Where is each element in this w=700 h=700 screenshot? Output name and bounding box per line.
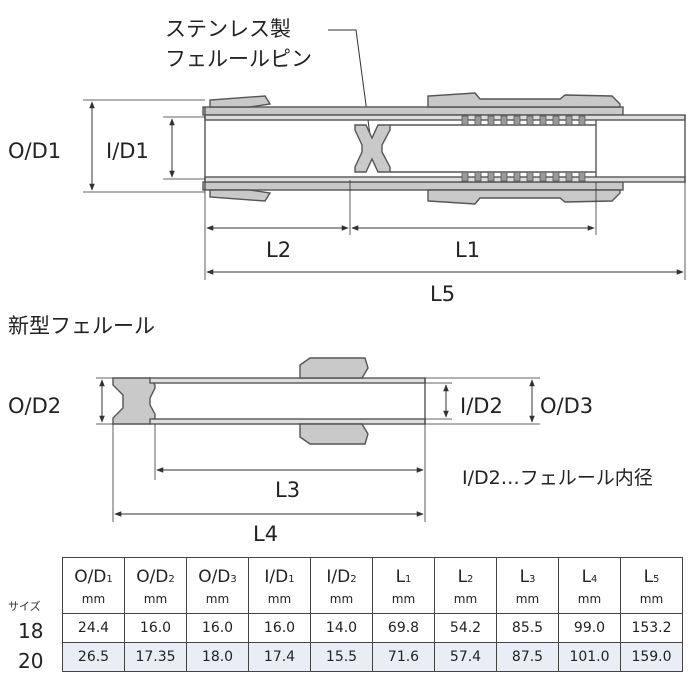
table-cell: 24.4 — [62, 613, 125, 643]
table-cell: 69.8 — [372, 613, 435, 643]
ferrule-pin — [354, 124, 391, 173]
body-outer-top — [202, 106, 624, 116]
table-cell: 153.2 — [620, 613, 683, 643]
id1-label: I/D1 — [106, 139, 149, 163]
id2-label: I/D2 — [460, 394, 503, 418]
section-title: 新型フェルール — [8, 314, 155, 338]
top-fitting-assembly — [202, 92, 686, 205]
table-cell: 101.0 — [558, 642, 621, 672]
table-cell: 16.0 — [186, 613, 249, 643]
ferrule-body — [112, 377, 156, 425]
serration-teeth — [461, 115, 586, 182]
table-cell: 17.35 — [124, 642, 187, 672]
table-row: 24.4 16.0 16.0 16.0 14.0 69.8 54.2 85.5 … — [62, 613, 683, 643]
table-cell: 159.0 — [620, 642, 683, 672]
pipe-wall-bottom — [204, 176, 686, 183]
callout-line1: ステンレス製 — [165, 17, 291, 41]
table-cell: 16.0 — [124, 613, 187, 643]
table-cell: 54.2 — [434, 613, 497, 643]
od1-label: O/D1 — [8, 139, 61, 163]
l2-label: L2 — [266, 238, 291, 262]
ferrule-tube-bottom — [149, 418, 426, 425]
l5-label: L5 — [430, 282, 455, 306]
size-label: サイズ — [8, 600, 41, 613]
table-cell: 85.5 — [496, 613, 559, 643]
l4-label: L4 — [253, 522, 278, 546]
table-cell: 14.0 — [310, 613, 373, 643]
pipe-wall-top — [204, 114, 686, 121]
table-cell: 99.0 — [558, 613, 621, 643]
table-cell: 15.5 — [310, 642, 373, 672]
l3-label: L3 — [275, 478, 300, 502]
nut-top — [427, 92, 621, 108]
od2-label: O/D2 — [8, 394, 61, 418]
ferrule-collar-bottom — [299, 423, 369, 445]
table-cell: 71.6 — [372, 642, 435, 672]
table-cell: 18.0 — [186, 642, 249, 672]
nut-bottom — [427, 189, 621, 205]
ferrule-note: I/D2…フェルール内径 — [462, 467, 653, 489]
table-cell: 16.0 — [248, 613, 311, 643]
ferrule-tube-top — [149, 377, 426, 384]
ferrule-collar-top — [299, 357, 369, 379]
left-sleeve-bottom — [209, 189, 272, 202]
l1-label: L1 — [455, 238, 480, 262]
body-outer-bottom — [202, 181, 624, 191]
technical-drawing: ステンレス製 フェルールピン — [8, 17, 686, 546]
row-size-20: 20 — [18, 649, 44, 673]
new-ferrule-part — [112, 357, 426, 445]
table-cell: 26.5 — [62, 642, 125, 672]
table-cell: 57.4 — [434, 642, 497, 672]
table-cell: 17.4 — [248, 642, 311, 672]
left-sleeve-top — [209, 95, 272, 108]
table-row: 26.5 17.35 18.0 17.4 15.5 71.6 57.4 87.5… — [62, 642, 683, 672]
table-cell: 87.5 — [496, 642, 559, 672]
row-size-18: 18 — [18, 619, 44, 643]
callout-line2: フェルールピン — [165, 47, 312, 71]
od3-label: O/D3 — [540, 394, 593, 418]
